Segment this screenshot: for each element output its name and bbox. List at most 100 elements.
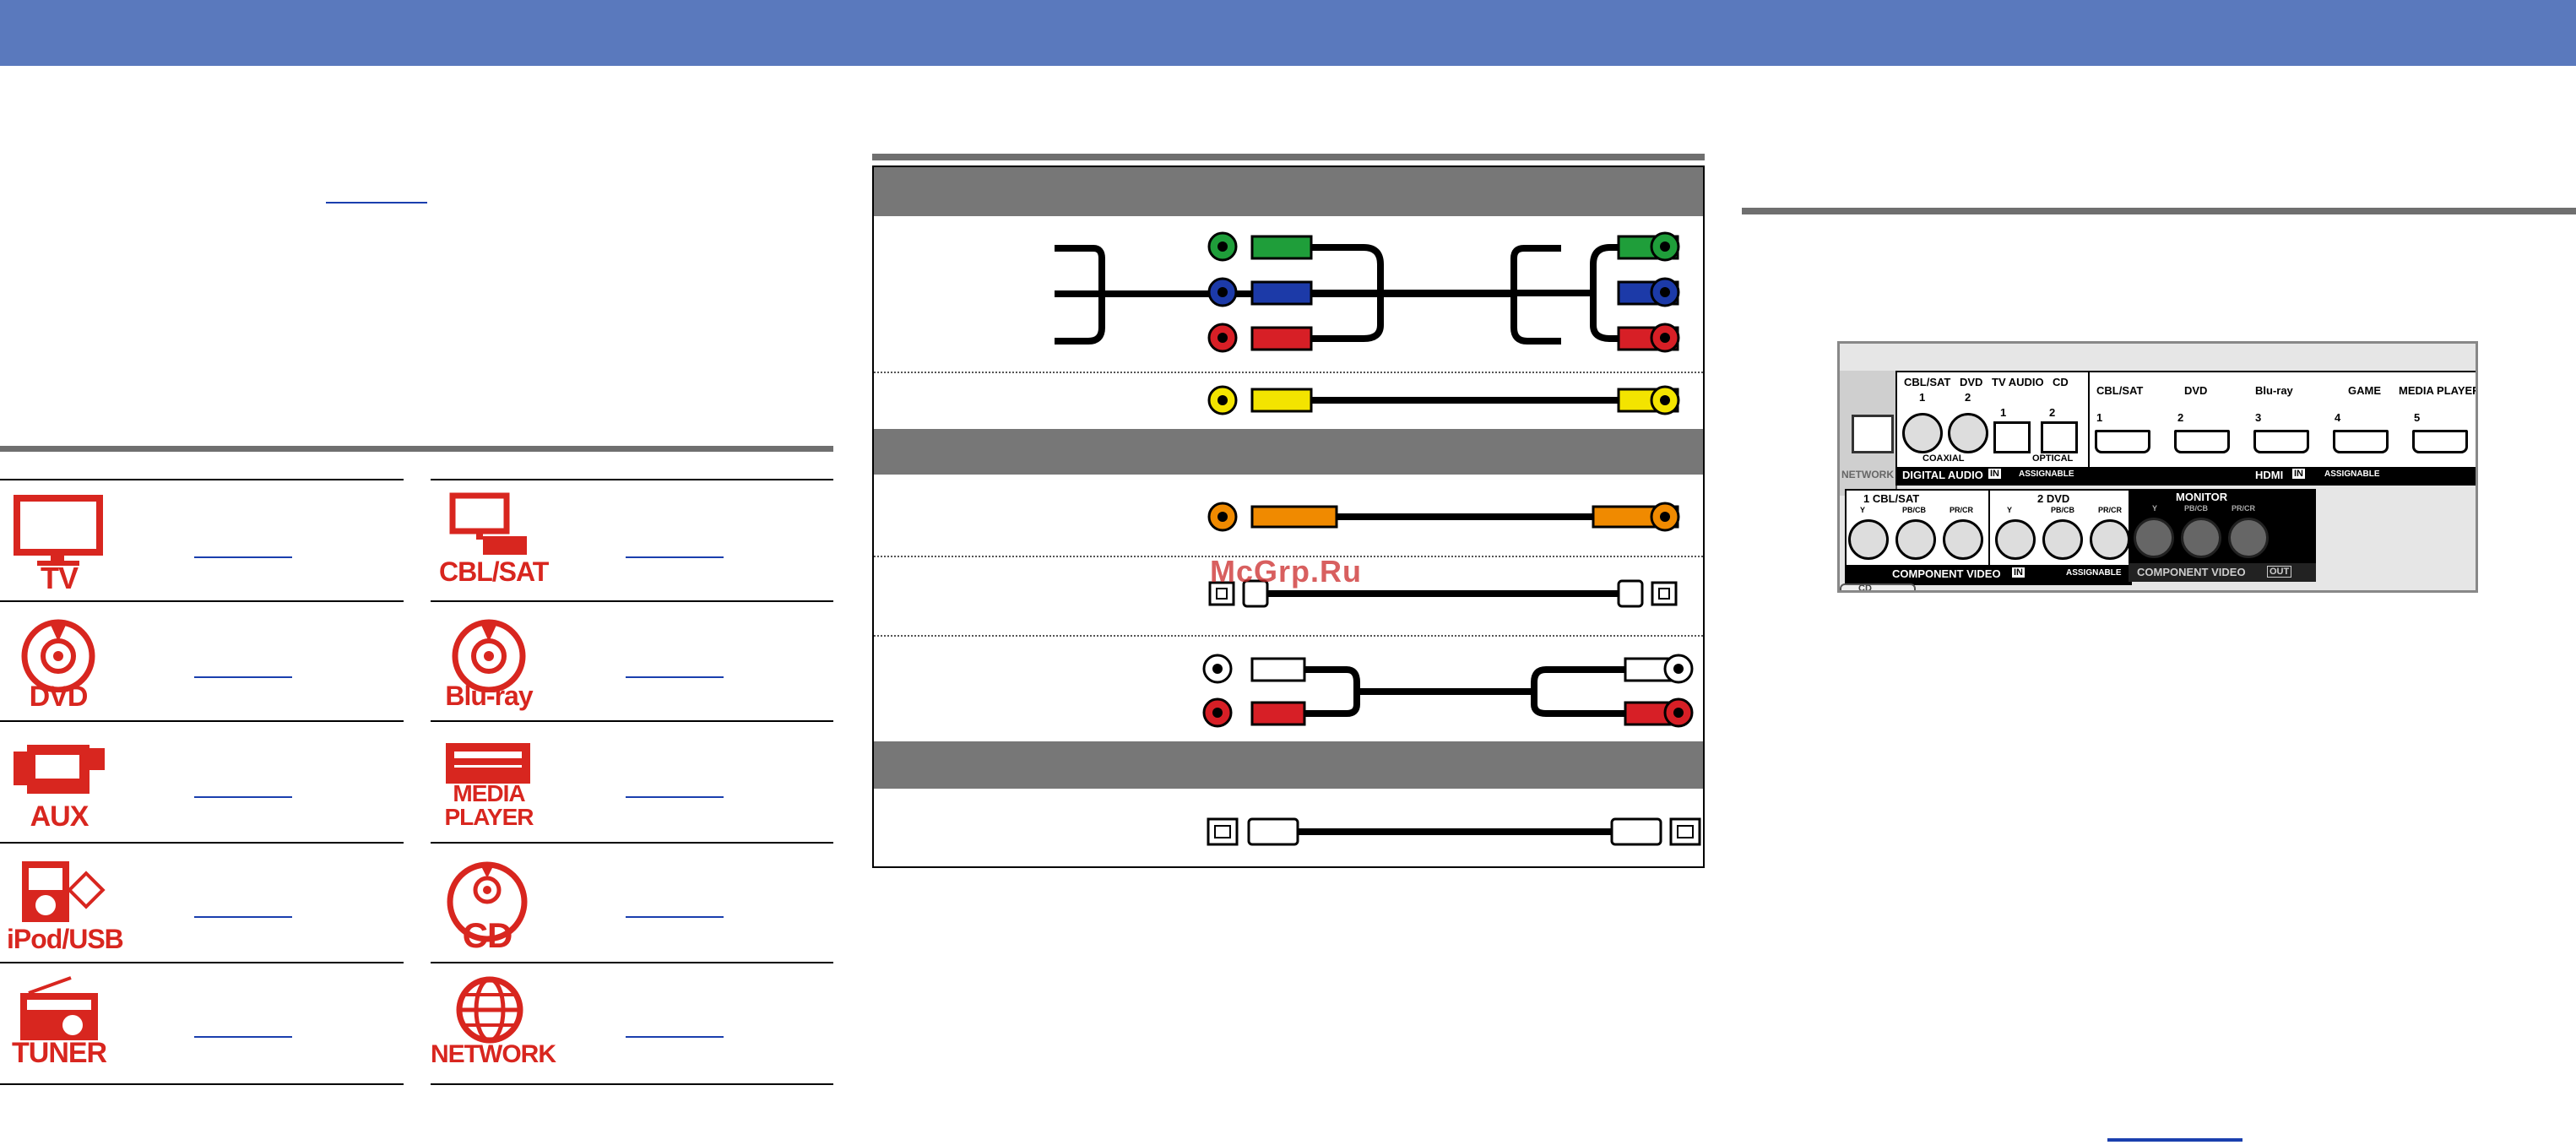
lan-plug-left [1247,817,1299,846]
jack-blue-left [1207,277,1238,307]
y-label: Y [1860,506,1866,514]
globe-icon [456,976,523,1044]
source-label: CD [462,915,513,955]
source-dvd: DVD [12,616,105,713]
disc-icon [447,861,528,942]
num: 2 [2049,406,2056,419]
rca-jack [2042,519,2083,560]
jack-red-right [1650,323,1680,353]
jack-green-right [1650,231,1680,262]
hdmi-port [2253,430,2309,453]
tv-icon [14,495,103,566]
row-line [431,962,833,963]
source-link-aux[interactable] [194,796,292,798]
jack-orange-right [1650,502,1680,532]
hdmi-bar: HDMI IN ASSIGNABLE [2090,467,2476,484]
plug-red-left [1250,326,1313,351]
source-bluray: Blu-ray [439,616,539,713]
header-bar [0,0,2576,66]
hdmi-num: 5 [2414,411,2421,424]
monitor-label: MONITOR [2176,491,2228,503]
source-mediaplayer: MEDIA PLAYER [439,740,539,834]
row-line [0,600,404,602]
source-link-bluray[interactable] [626,676,724,678]
footer-link[interactable] [2107,1138,2242,1142]
optical-jack [2041,421,2078,453]
row-line [431,842,833,844]
source-link-mediaplayer[interactable] [626,796,724,798]
hdmi-bar-label: HDMI [2255,469,2284,481]
source-cd: CD [441,858,534,956]
out-label: OUT [2267,566,2292,578]
pb-label: PB/CB [2184,504,2209,513]
source-label: TV [40,561,79,595]
source-link-tuner[interactable] [194,1036,292,1038]
jack-white-right [1663,654,1694,684]
network-port [1852,415,1894,453]
source-link-cblsat[interactable] [626,556,724,558]
pb-label: PB/CB [2051,506,2075,514]
source-link-dvd[interactable] [194,676,292,678]
connectors [1202,231,1701,846]
component-video-label: COMPONENT VIDEO [2137,566,2246,578]
source-aux: AUX [12,740,106,834]
ipod-usb-icon [22,861,106,922]
intro-link[interactable] [326,202,427,203]
camcorder-icon [14,745,105,794]
optical-plug-right [1617,579,1644,608]
source-link-tv[interactable] [194,556,292,558]
audio-header [874,429,1703,475]
in-label: IN [2012,567,2025,578]
rca-jack [2228,518,2269,558]
pr-label: PR/CR [1950,506,1974,514]
rca-jack [1848,519,1889,560]
cable-line [1590,244,1619,342]
jack-red-audio-left [1202,697,1233,728]
hdmi-label: Blu-ray [2255,384,2293,397]
source-label: iPod/USB [7,924,124,954]
radio-icon [20,976,98,1040]
hdmi-num: 2 [2177,411,2184,424]
source-link-cd[interactable] [626,916,724,918]
comp-label: 1 CBL/SAT [1863,492,1920,505]
coaxial-label: COAXIAL [1923,453,1965,464]
watermark: McGrp.Ru [1210,554,1363,589]
source-label: MEDIA PLAYER [444,780,534,830]
cable-box-icon [449,492,527,555]
plug-green-left [1250,235,1313,260]
source-label: AUX [30,800,89,833]
divider [1988,491,1990,565]
plug-orange-left [1250,505,1338,529]
source-label: NETWORK [431,1040,556,1068]
jack-green-left [1207,231,1238,262]
source-network: NETWORK [431,976,556,1074]
network-header [874,741,1703,789]
row-line [431,1083,833,1085]
assignable-label: ASSIGNABLE [2324,469,2380,479]
jack-red-audio-right [1663,697,1694,728]
row-line [0,479,404,480]
row-line [0,962,404,963]
network-area [1840,371,1897,496]
source-ipodusb: iPod/USB [7,858,124,954]
cd-stub-label: CD [1858,583,1872,593]
row-separator [874,556,1703,557]
hdmi-label: GAME [2348,384,2381,397]
in-label: IN [1988,469,2001,479]
row-line [431,720,833,722]
disc-icon [21,619,95,693]
opt-label-1: TV AUDIO [1992,376,2044,388]
optical-jack [1993,421,2031,453]
source-table-rule [0,446,833,452]
lan-plug-right [1610,817,1662,846]
coax-label-1: CBL/SAT [1904,376,1951,388]
y-label: Y [2152,504,2158,513]
pb-label: PB/CB [1902,506,1927,514]
source-link-ipodusb[interactable] [194,916,292,918]
hdmi-num: 3 [2255,411,2262,424]
row-separator [874,372,1703,373]
source-tuner: TUNER [12,976,107,1071]
source-link-network[interactable] [626,1036,724,1038]
row-line [431,479,833,480]
coaxial-jack [1902,413,1943,453]
